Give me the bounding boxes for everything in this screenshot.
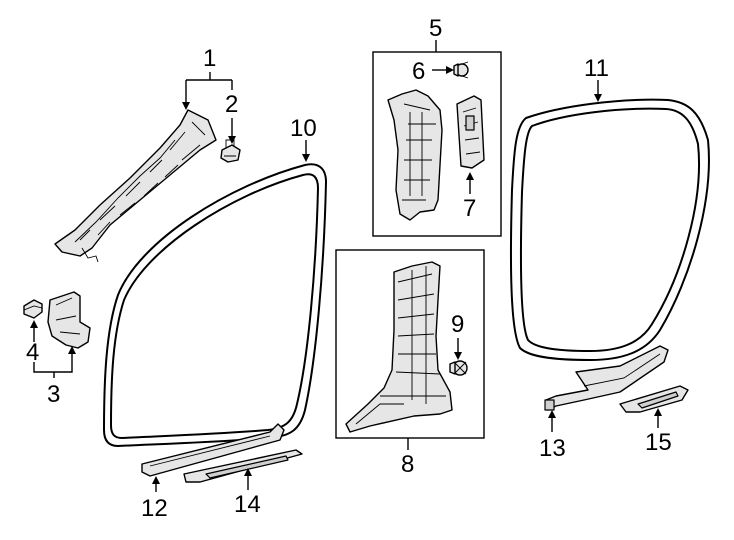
callout-11: 11 (584, 55, 609, 82)
callout-10: 10 (290, 115, 317, 142)
group-8-box (335, 249, 485, 439)
part-2-clip[interactable] (220, 139, 241, 163)
callout-labels: 1 2 3 4 5 6 7 8 9 10 11 12 13 14 15 (26, 15, 672, 522)
callout-2: 2 (225, 91, 238, 118)
callout-8: 8 (401, 451, 414, 478)
callout-13: 13 (539, 435, 566, 462)
part-11-rear-door-weatherstrip[interactable] (509, 98, 710, 362)
part-13-rear-scuff-plate[interactable] (544, 345, 669, 411)
part-15-rear-sill-plate[interactable] (619, 385, 689, 413)
callout-5: 5 (429, 15, 442, 42)
callout-15: 15 (645, 429, 672, 456)
callout-7: 7 (463, 195, 476, 222)
group-5-box (372, 51, 502, 237)
part-5-center-pillar-upper[interactable] (387, 89, 443, 221)
part-14-front-sill-plate[interactable] (183, 449, 303, 483)
callout-4: 4 (26, 339, 39, 366)
part-10-front-door-weatherstrip[interactable] (102, 163, 328, 448)
part-4-retainer[interactable] (23, 299, 43, 319)
part-9-clip[interactable] (449, 360, 468, 376)
part-7-seat-belt-cover[interactable] (456, 95, 485, 169)
callout-9: 9 (451, 311, 464, 338)
callout-12: 12 (141, 495, 168, 522)
part-12-front-scuff-plate[interactable] (141, 423, 285, 477)
callout-1: 1 (203, 45, 216, 72)
part-8-center-pillar-lower[interactable] (345, 261, 453, 433)
callout-14: 14 (234, 491, 261, 518)
callout-3: 3 (47, 381, 60, 408)
part-6-clip[interactable] (453, 61, 469, 79)
callout-6: 6 (412, 58, 425, 85)
part-3-bracket[interactable] (47, 291, 91, 349)
part-1-pillar-garnish[interactable] (54, 109, 217, 263)
leaders (30, 40, 662, 492)
